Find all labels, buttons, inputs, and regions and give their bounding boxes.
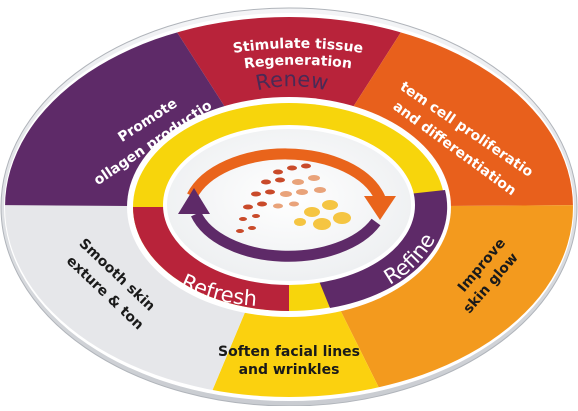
- orange-cycle-arrow: [187, 148, 386, 201]
- orange-arrow-head: [364, 196, 396, 220]
- purple-cycle-arrow: [191, 211, 381, 262]
- segment-top-line2: Regeneration: [243, 53, 353, 73]
- cycle-arrows: [178, 148, 396, 262]
- cell-dots-decoration: [236, 163, 351, 233]
- segment-bottom-line1: Soften facial lines: [218, 344, 360, 360]
- segment-bottom-line2: and wrinkles: [239, 362, 340, 378]
- segment-top-line1: Stimulate tissue: [232, 36, 364, 57]
- ring-label-renew: Renew: [253, 67, 330, 95]
- purple-arrow-head: [178, 188, 210, 214]
